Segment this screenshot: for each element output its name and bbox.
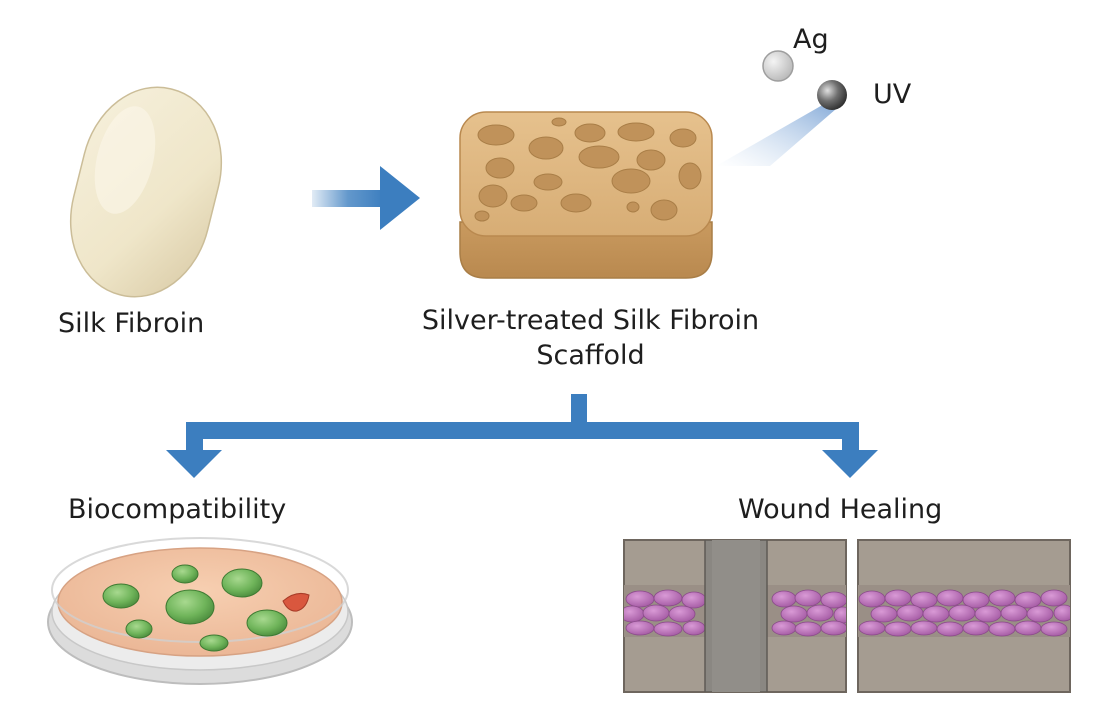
uv-beam	[716, 103, 836, 166]
branch-arrow	[166, 394, 878, 478]
label-wound-healing: Wound Healing	[738, 494, 943, 525]
label-uv: UV	[873, 79, 912, 110]
label-silk-fibroin: Silk Fibroin	[58, 308, 205, 339]
silk-scaffold-block	[459, 111, 713, 279]
label-scaffold-line2: Scaffold	[536, 340, 645, 372]
label-scaffold-line1: Silver-treated Silk Fibroin	[421, 305, 760, 336]
label-ag: Ag	[793, 24, 829, 55]
uv-lamp-icon	[817, 80, 847, 110]
wound-panel-before	[623, 539, 847, 693]
petri-dish	[47, 537, 353, 685]
label-scaffold: Silver-treated Silk Fibroin Scaffold	[398, 303, 783, 373]
label-biocompatibility: Biocompatibility	[68, 494, 287, 525]
process-arrow	[312, 166, 420, 230]
wound-panel-after	[857, 539, 1071, 693]
silk-fibroin-cocoon	[69, 86, 223, 298]
ag-particle-icon	[762, 50, 794, 82]
